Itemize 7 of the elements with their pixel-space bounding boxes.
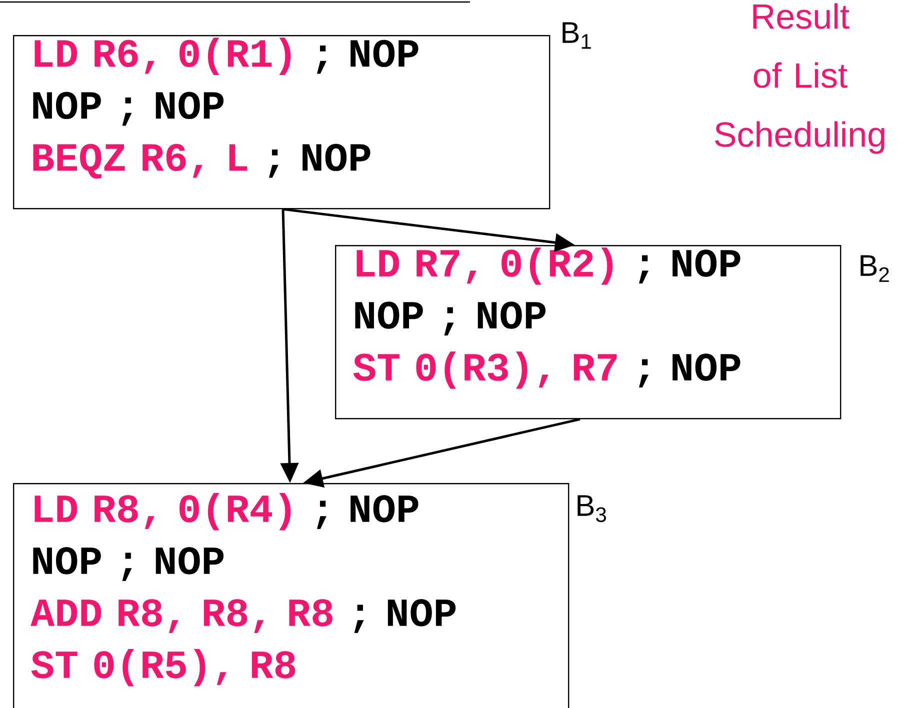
code-block: LD R8, 0(R4) ; NOP NOP ; NOP ADD R8, R8, R8 ; NOP ST 0(R5), R8 [13, 482, 570, 708]
block-label: B$_{2}$ [860, 255, 889, 282]
title: Result of List Scheduling [715, 3, 884, 154]
code-block: LD R6, 0(R1) ; NOP NOP ; NOP BEQZ R6, L ; NOP [13, 35, 550, 210]
block-label: B$_{1}$ [562, 22, 591, 49]
block-label: B$_{3}$ [578, 495, 606, 522]
code-block: LD R7, 0(R2) ; NOP NOP ; NOP ST 0(R3), R7 ; NOP [335, 245, 842, 420]
